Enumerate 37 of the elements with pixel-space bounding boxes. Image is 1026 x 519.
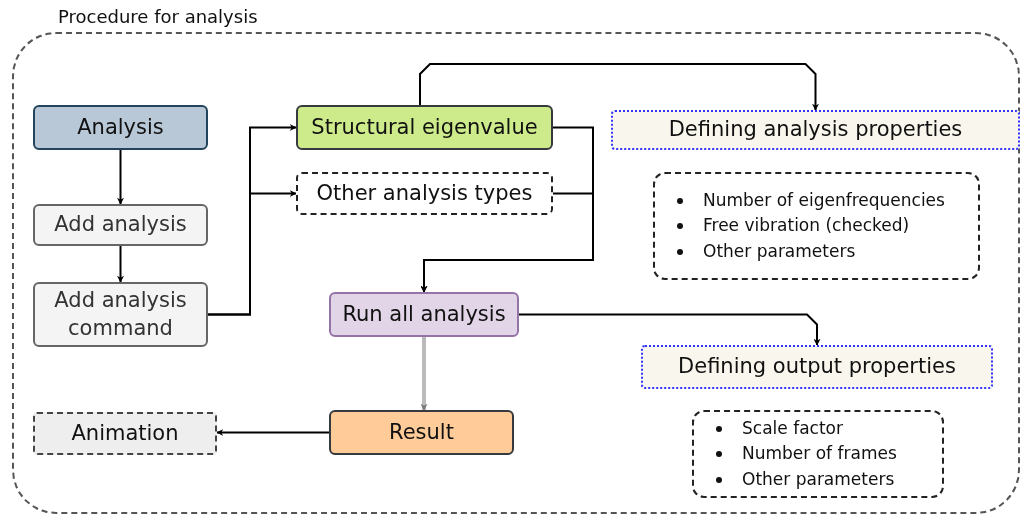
list-item: Scale factor	[742, 417, 843, 438]
process-box	[296, 172, 553, 215]
arrow	[117, 245, 124, 283]
arrow	[420, 192, 594, 293]
process-box	[296, 105, 553, 150]
box-label: Add analysis command	[53, 287, 188, 342]
box-label: Other analysis types	[316, 179, 533, 207]
container-label: Procedure for analysis	[58, 6, 258, 27]
property-box	[611, 110, 1020, 150]
box-label: Add analysis	[54, 211, 187, 239]
box-label: Structural eigenvalue	[311, 113, 538, 141]
list-item: Number of frames	[742, 443, 897, 464]
arrow	[216, 429, 330, 436]
process-box	[329, 410, 514, 455]
box-label: Analysis	[77, 113, 164, 141]
list-item: Other parameters	[742, 468, 895, 489]
process-box	[33, 412, 217, 455]
parameter-list-box	[653, 172, 980, 280]
box-label: Defining analysis properties	[668, 116, 963, 144]
box-label: Result	[389, 418, 454, 446]
arrow	[419, 63, 819, 111]
property-box	[641, 345, 993, 389]
list-item: Number of eigenfrequencies	[703, 189, 945, 210]
process-box	[33, 204, 208, 246]
arrow	[518, 313, 821, 346]
box-label: Defining output properties	[678, 353, 956, 381]
parameter-list-box	[692, 410, 944, 498]
list-item: Other parameters	[703, 240, 856, 261]
arrow	[117, 149, 124, 205]
process-box	[33, 282, 208, 347]
list-item: Free vibration (checked)	[703, 215, 910, 236]
arrow	[420, 337, 428, 411]
box-label: Run all analysis	[342, 300, 506, 328]
arrow	[207, 190, 297, 316]
process-box	[329, 292, 519, 337]
process-box	[33, 105, 208, 150]
box-label: Animation	[71, 419, 179, 447]
